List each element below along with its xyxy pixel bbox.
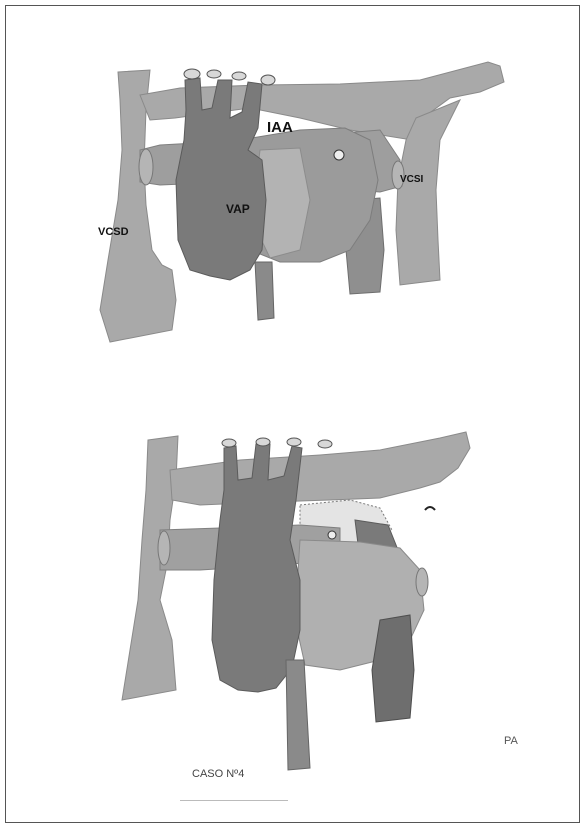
bottom-band-left-end: [158, 531, 170, 565]
vessel-cap-3: [232, 72, 246, 80]
hatched-vessel-top: [255, 262, 274, 320]
label-vcsd: VCSD: [98, 226, 129, 238]
bottom-right-connection-end: [416, 568, 428, 596]
bottom-vap-structure: [212, 444, 302, 692]
vessel-cap-2: [207, 70, 221, 78]
connection-marker: [334, 150, 344, 160]
vap-structure: [176, 78, 266, 280]
suture-mark: [425, 507, 435, 510]
vessel-cap-4: [261, 75, 275, 85]
top-anatomy-panel: IAA VAP VCSD VCSI: [98, 62, 504, 342]
bottom-connection-marker: [328, 531, 336, 539]
author-initials: PA: [504, 735, 518, 747]
band-left-end: [139, 149, 153, 185]
bottom-vessel-cap-1: [222, 439, 236, 447]
bottom-descending-vessel: [372, 615, 414, 722]
hatched-vessel-bottom: [286, 660, 310, 770]
bottom-vessel-cap-3: [287, 438, 301, 446]
bottom-vessel-cap-4: [318, 440, 332, 448]
label-vap: VAP: [226, 202, 250, 216]
vessel-cap-1: [184, 69, 200, 79]
bottom-anatomy-panel: [122, 432, 470, 770]
caption-underline: [180, 800, 288, 801]
label-vcsi: VCSI: [400, 174, 424, 185]
bottom-vessel-cap-2: [256, 438, 270, 446]
label-iaa: IAA: [267, 119, 293, 136]
figure-caption: CASO Nº4: [192, 768, 244, 780]
